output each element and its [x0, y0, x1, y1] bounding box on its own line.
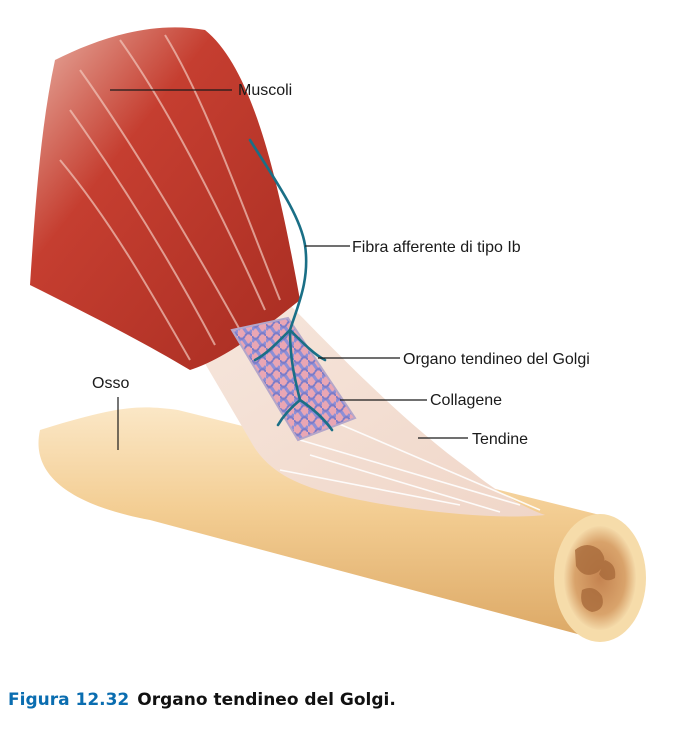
- golgi-capsule: [230, 316, 357, 442]
- bone: [38, 407, 646, 642]
- label-collagen: Collagene: [430, 392, 502, 409]
- muscle-fibers: [59, 34, 281, 361]
- label-bone: Osso: [92, 375, 129, 392]
- label-muscles: Muscoli: [238, 82, 292, 99]
- label-tendon: Tendine: [472, 431, 528, 448]
- leader-lines: [110, 89, 468, 450]
- figure-title: Organo tendineo del Golgi.: [137, 690, 396, 710]
- tendon-fibers: [279, 419, 541, 513]
- golgi-tendon-illustration: Muscoli Fibra afferente di tipo Ib Organ…: [30, 27, 646, 642]
- label-afferent-fiber: Fibra afferente di tipo Ib: [352, 239, 521, 256]
- label-golgi-organ: Organo tendineo del Golgi: [403, 351, 590, 368]
- afferent-fiber: [248, 138, 334, 432]
- figure-caption: Figura 12.32 Organo tendineo del Golgi.: [8, 690, 396, 710]
- figure-number: Figura 12.32: [8, 690, 130, 710]
